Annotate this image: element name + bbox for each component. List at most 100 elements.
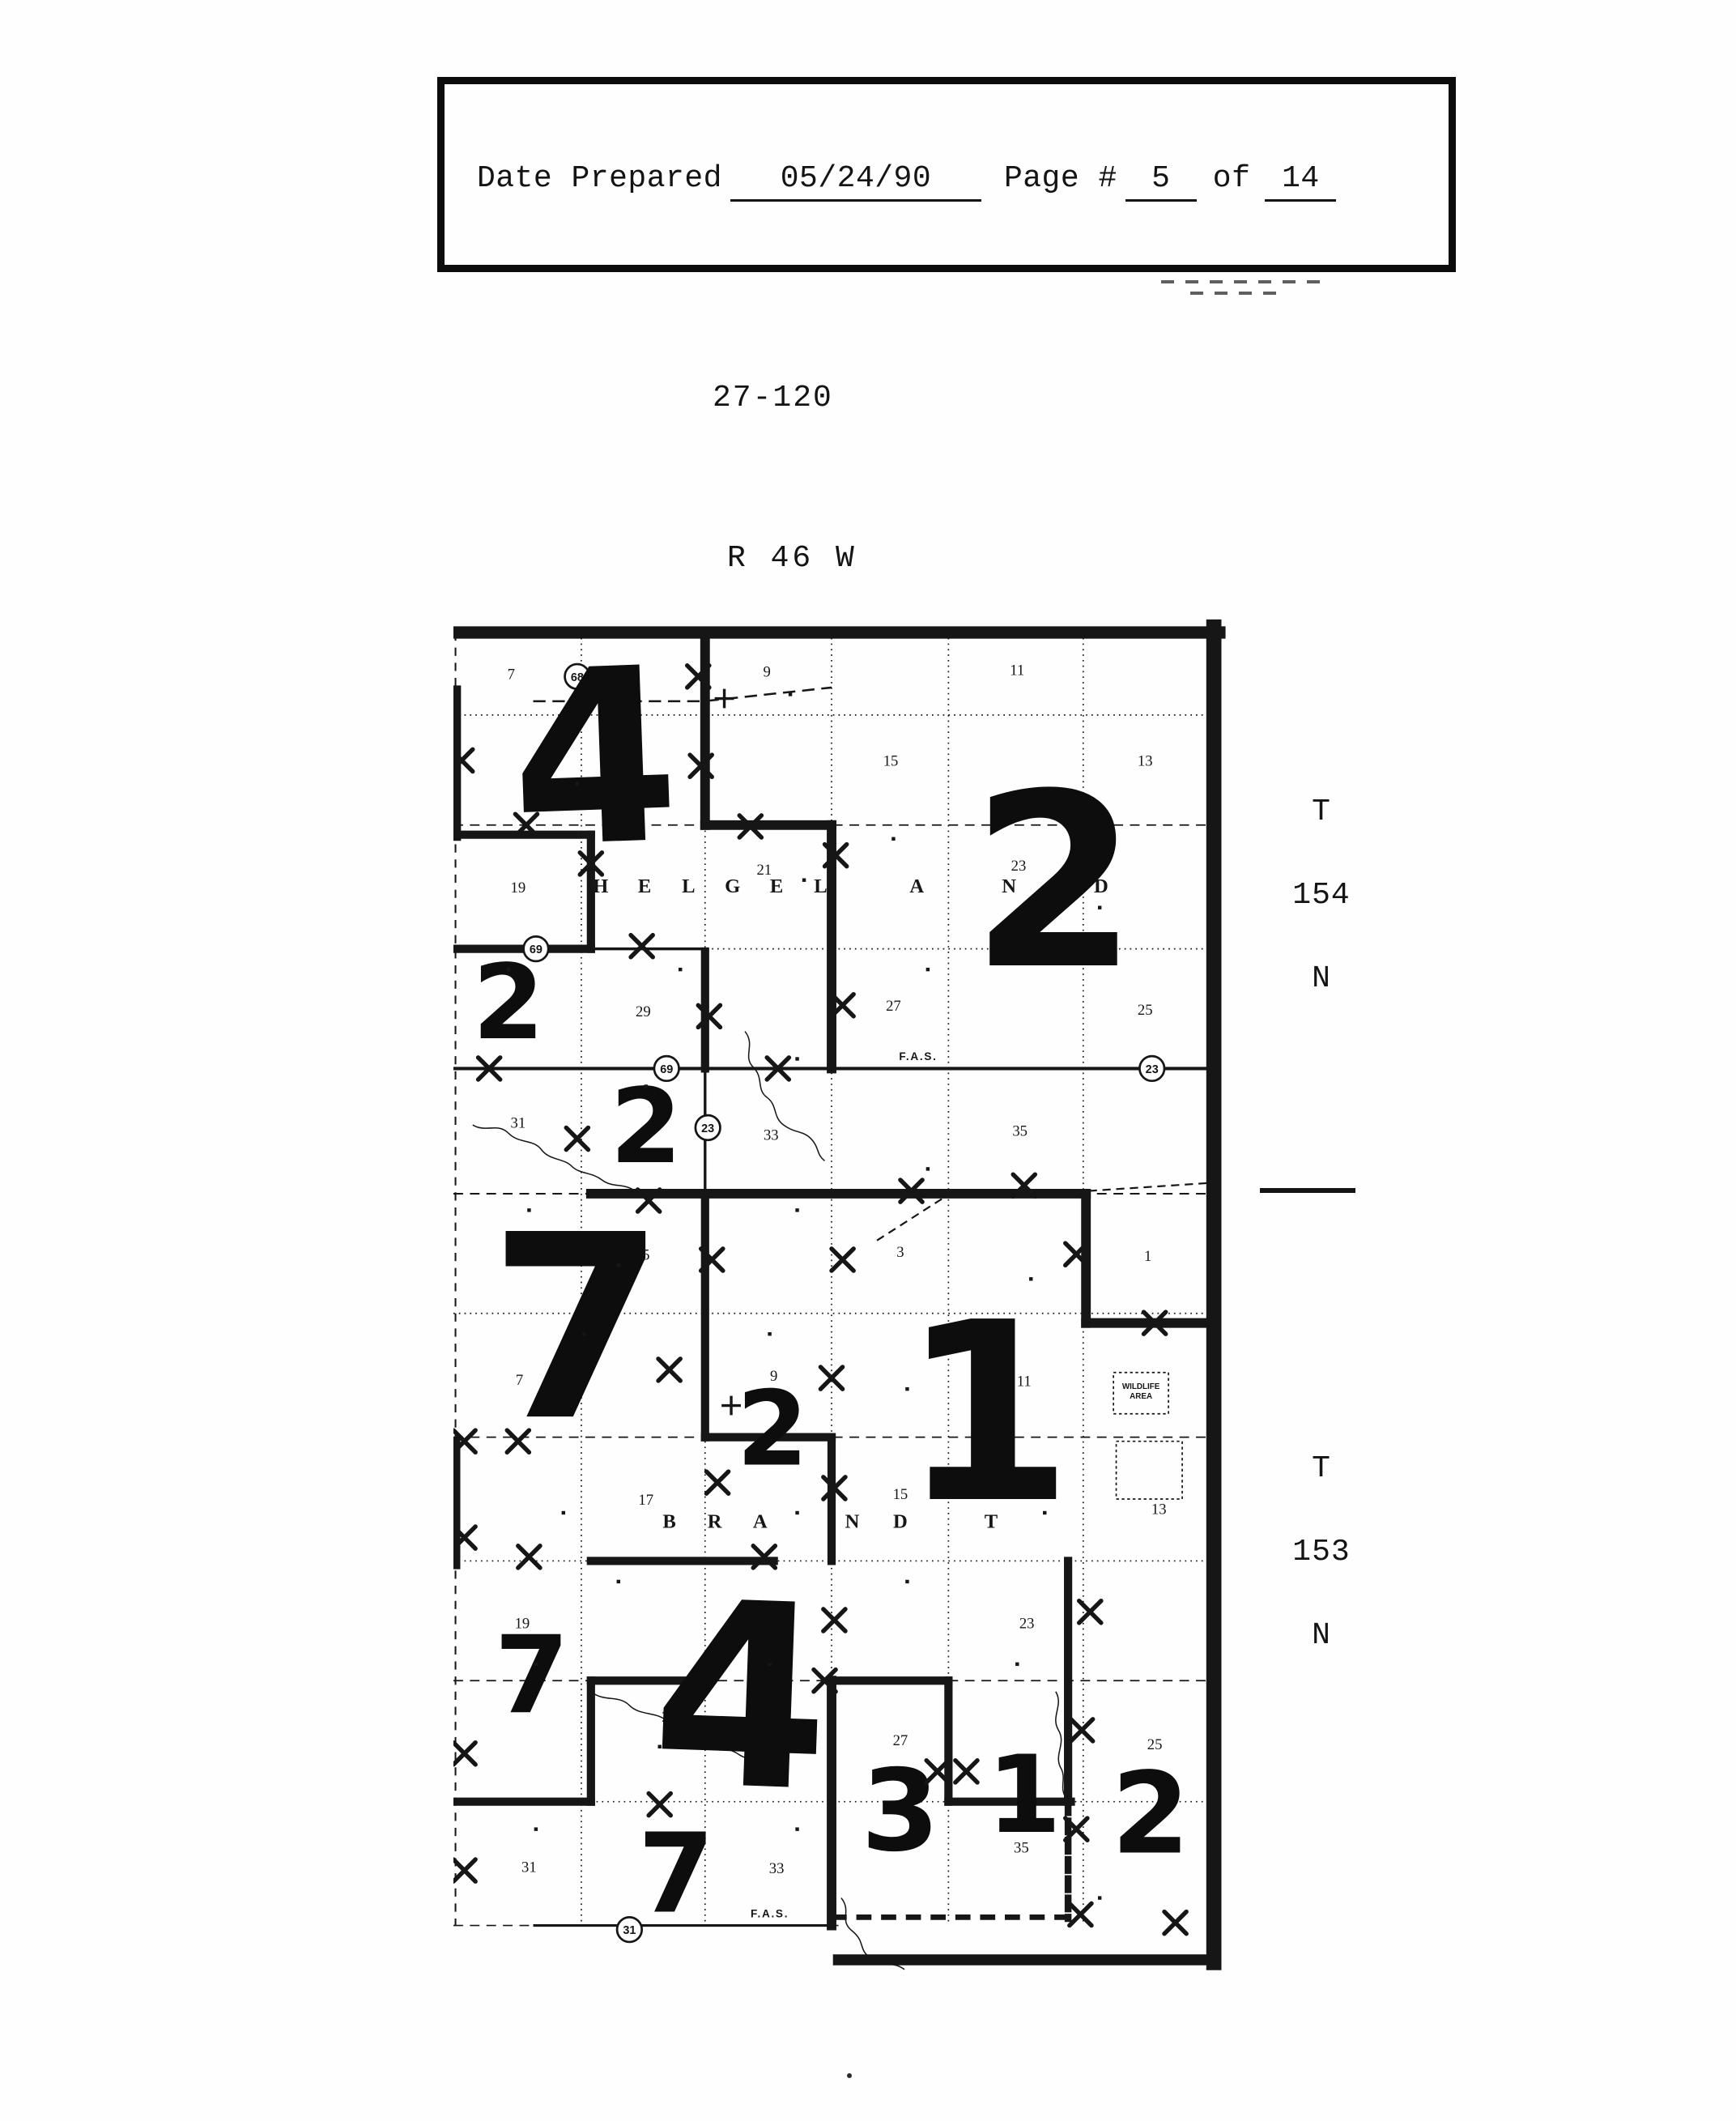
township-name-letter: G [725, 875, 740, 897]
highway-shield [1138, 1054, 1166, 1083]
survey-dot [582, 1332, 586, 1336]
x-mark [687, 752, 714, 780]
township-153-number: 153 [1292, 1535, 1351, 1569]
tract-number: 2 [1112, 1748, 1190, 1880]
tract-number: 1 [987, 1733, 1062, 1858]
section-number: 23 [1019, 1616, 1035, 1633]
x-mark [504, 1428, 532, 1454]
x-mark [564, 1125, 591, 1152]
survey-dot [1097, 1896, 1102, 1900]
highway-shield [694, 1114, 721, 1142]
highway-shield-number: 31 [623, 1924, 636, 1937]
section-number: 9 [770, 1368, 777, 1385]
township-name-letter: H [593, 875, 608, 897]
survey-dot [616, 1579, 620, 1584]
x-mark [577, 850, 605, 877]
survey-dot [925, 1167, 930, 1171]
section-number: 31 [521, 1859, 537, 1876]
survey-dot [795, 1827, 799, 1831]
road-label: F.A.S. [751, 1907, 789, 1919]
x-mark [635, 1187, 662, 1214]
creek-line [590, 1691, 779, 1767]
section-number: 31 [510, 1114, 525, 1131]
township-name-letter: B [662, 1511, 675, 1533]
tract-number: 4 [648, 1547, 835, 1849]
township-name-letter: L [814, 875, 827, 897]
tract-number: 2 [473, 943, 545, 1063]
section-number: 35 [1012, 1123, 1028, 1140]
scan-speck [847, 2073, 852, 2078]
map-code: 27-120 [713, 381, 833, 415]
tract-number: 7 [489, 1181, 666, 1477]
x-mark [475, 1055, 503, 1082]
plus-mark [714, 688, 734, 709]
section-number: 29 [662, 1709, 677, 1726]
x-mark [696, 1003, 723, 1030]
x-mark [453, 1740, 478, 1767]
section-number: 5 [642, 1246, 649, 1263]
section-number: 25 [1147, 1736, 1163, 1753]
section-number: 17 [638, 1492, 653, 1509]
section-number: 19 [510, 879, 525, 897]
creek-line [1055, 1691, 1068, 1799]
x-mark [1063, 1816, 1090, 1842]
tract-number: 7 [495, 1613, 569, 1738]
scan-artifact-dashes [1190, 292, 1287, 295]
survey-dot [1097, 905, 1102, 909]
x-mark [646, 1791, 674, 1818]
scan-artifact-dashes [1161, 280, 1320, 283]
road-label: F.A.S. [899, 1050, 937, 1063]
x-mark [829, 1246, 856, 1273]
x-mark [704, 1469, 731, 1496]
date-prepared-blank: 05/24/90 [730, 161, 981, 202]
x-mark [698, 1246, 725, 1273]
survey-dot [616, 1263, 620, 1267]
survey-dot [802, 878, 806, 882]
wildlife-area-box [1115, 1440, 1183, 1500]
section-number: 13 [1138, 753, 1153, 770]
township-154-number: 154 [1292, 878, 1351, 913]
section-number: 15 [893, 1486, 908, 1503]
x-mark [1141, 1310, 1168, 1336]
x-mark [628, 932, 655, 960]
survey-dot [795, 1208, 799, 1212]
page-number-value: 5 [1151, 160, 1171, 196]
x-mark [1076, 1598, 1104, 1625]
section-number: 27 [893, 1732, 908, 1749]
page-total-blank: 14 [1265, 161, 1337, 202]
survey-dot [679, 967, 683, 972]
township-153-label: T 153 N [1276, 1427, 1367, 1677]
survey-dot [561, 1510, 566, 1515]
tract-number: 4 [506, 619, 683, 902]
township-name-letter: T [985, 1511, 998, 1533]
tract-number: 3 [861, 1745, 939, 1876]
x-mark [953, 1758, 980, 1785]
section-number: 1 [1144, 1248, 1151, 1265]
survey-dot [644, 1084, 648, 1088]
township-154-t: T [1312, 794, 1331, 829]
section-number: 9 [764, 663, 771, 680]
x-mark [1068, 1717, 1096, 1744]
section-number: 23 [1011, 858, 1027, 875]
survey-dot [575, 782, 580, 786]
range-label: R 46 W [727, 541, 857, 576]
section-number: 35 [1014, 1840, 1029, 1857]
tract-number: 1 [901, 1270, 1074, 1558]
survey-dot [1015, 1662, 1019, 1667]
x-mark [453, 1857, 478, 1884]
page-label: Page # [1003, 160, 1117, 196]
x-mark [924, 1758, 951, 1785]
x-mark [737, 813, 764, 840]
section-number: 11 [1010, 662, 1024, 679]
x-mark [453, 1428, 478, 1454]
x-mark [821, 1607, 848, 1633]
road-line [876, 1195, 947, 1242]
highway-shield [564, 662, 591, 690]
section-number: 13 [1151, 1501, 1167, 1518]
highway-shield-number: 23 [1146, 1063, 1159, 1076]
survey-dot [1043, 1510, 1047, 1515]
highway-shield-number: 23 [701, 1122, 714, 1135]
township-154-label: T 154 N [1276, 770, 1367, 1020]
page-number-blank: 5 [1125, 161, 1197, 202]
